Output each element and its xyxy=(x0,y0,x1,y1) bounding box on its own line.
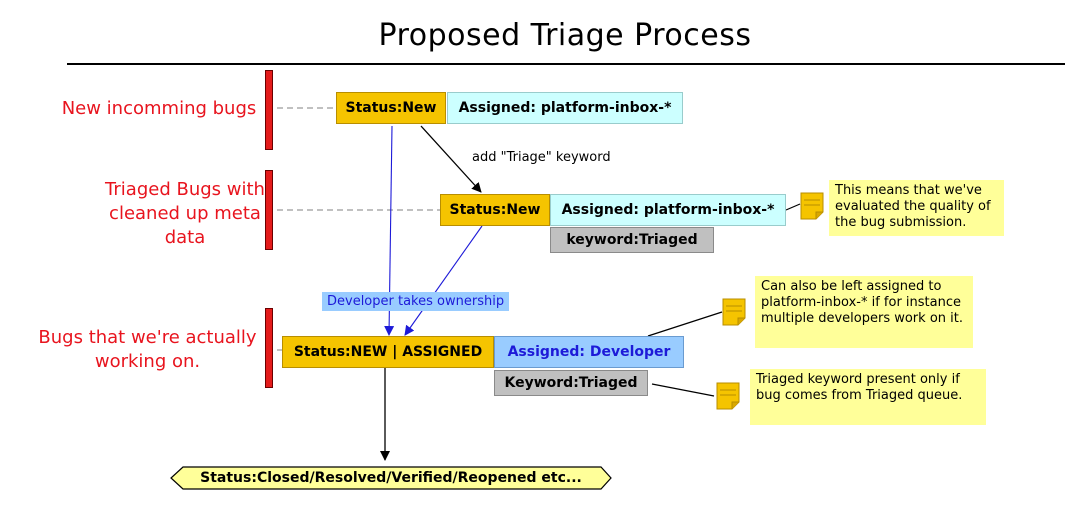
stage1-assigned-box: Assigned: platform-inbox-* xyxy=(447,92,683,124)
stage2-status-box: Status:New xyxy=(440,194,550,226)
lane-bar-working xyxy=(265,308,273,388)
triage-arrow xyxy=(420,125,482,193)
lane-bar-new xyxy=(265,70,273,150)
lane-bar-triaged xyxy=(265,170,273,250)
page-title: Proposed Triage Process xyxy=(378,18,752,53)
stage1-status-box: Status:New xyxy=(336,92,446,124)
sticky-note-icon xyxy=(800,192,824,220)
stage2-assigned-box: Assigned: platform-inbox-* xyxy=(550,194,786,226)
note-assignment: Can also be left assigned to platform-in… xyxy=(755,276,973,348)
note-triaged-meaning: This means that we've evaluated the qual… xyxy=(829,180,1004,236)
note3-connector xyxy=(651,383,715,397)
final-state-label: Status:Closed/Resolved/Verified/Reopened… xyxy=(200,470,582,486)
final-state-shape xyxy=(170,466,612,490)
stage2-keyword-box: keyword:Triaged xyxy=(550,227,714,253)
developer-label: Developer takes ownership xyxy=(322,292,510,311)
lane-label-working: Bugs that we're actually working on. xyxy=(38,327,257,372)
sticky-note-icon xyxy=(716,382,740,410)
stage3-keyword-box: Keyword:Triaged xyxy=(494,370,648,396)
developer-arrow-2 xyxy=(404,225,483,336)
lane-label-triaged: Triaged Bugs with cleaned up meta data xyxy=(105,179,265,248)
lane-label-new: New incomming bugs xyxy=(61,98,257,119)
note1-connector xyxy=(785,203,801,211)
stage3-assigned-box: Assigned: Developer xyxy=(494,336,684,368)
stage3-status-box: Status:NEW | ASSIGNED xyxy=(282,336,494,368)
transition-label: add "Triage" keyword xyxy=(472,150,611,165)
sticky-note-icon xyxy=(722,298,746,326)
note-keyword: Triaged keyword present only if bug come… xyxy=(750,369,986,425)
title-divider xyxy=(67,63,1065,65)
note2-connector xyxy=(647,311,723,337)
